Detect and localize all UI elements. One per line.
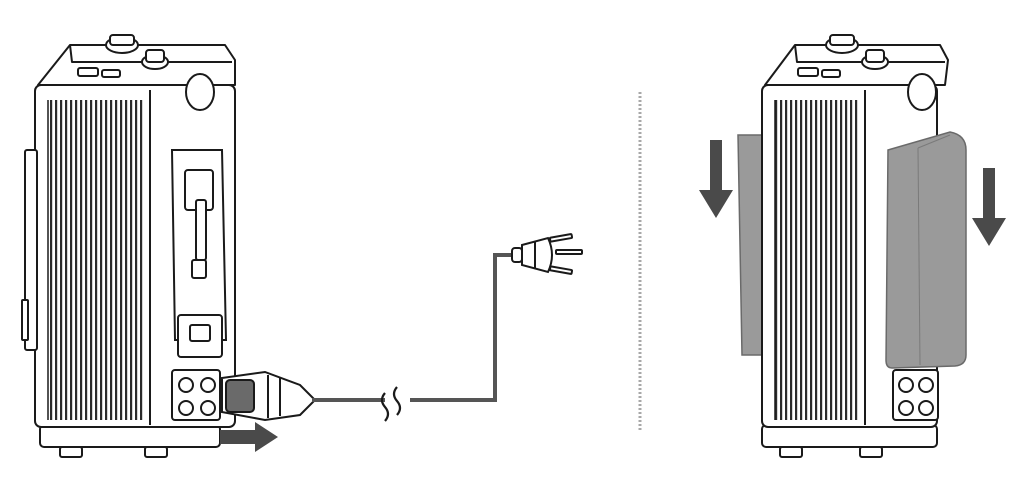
cooling-fins-right [775, 100, 860, 420]
socket-panel-right [892, 369, 939, 421]
unit-foot [59, 446, 83, 458]
battery-pack [885, 131, 967, 369]
side-knob [185, 73, 215, 111]
unit-base [39, 424, 221, 448]
arrow-right-icon [220, 422, 278, 452]
left-panel [21, 34, 583, 458]
cooling-fins-left [48, 100, 143, 420]
power-connector [221, 370, 317, 422]
unit-foot [859, 446, 883, 458]
unit-foot [144, 446, 168, 458]
arrow-down-icon [972, 168, 1006, 246]
socket-panel-left [171, 369, 221, 421]
side-knob [907, 73, 937, 111]
cable-break-icon [380, 386, 402, 422]
unit-foot [779, 446, 803, 458]
power-plug-icon [511, 233, 583, 275]
v-mount-plate-left [170, 149, 228, 358]
right-panel [699, 34, 1006, 458]
unit-base [761, 424, 938, 448]
arrow-down-icon [699, 140, 733, 218]
power-cable [312, 253, 515, 402]
